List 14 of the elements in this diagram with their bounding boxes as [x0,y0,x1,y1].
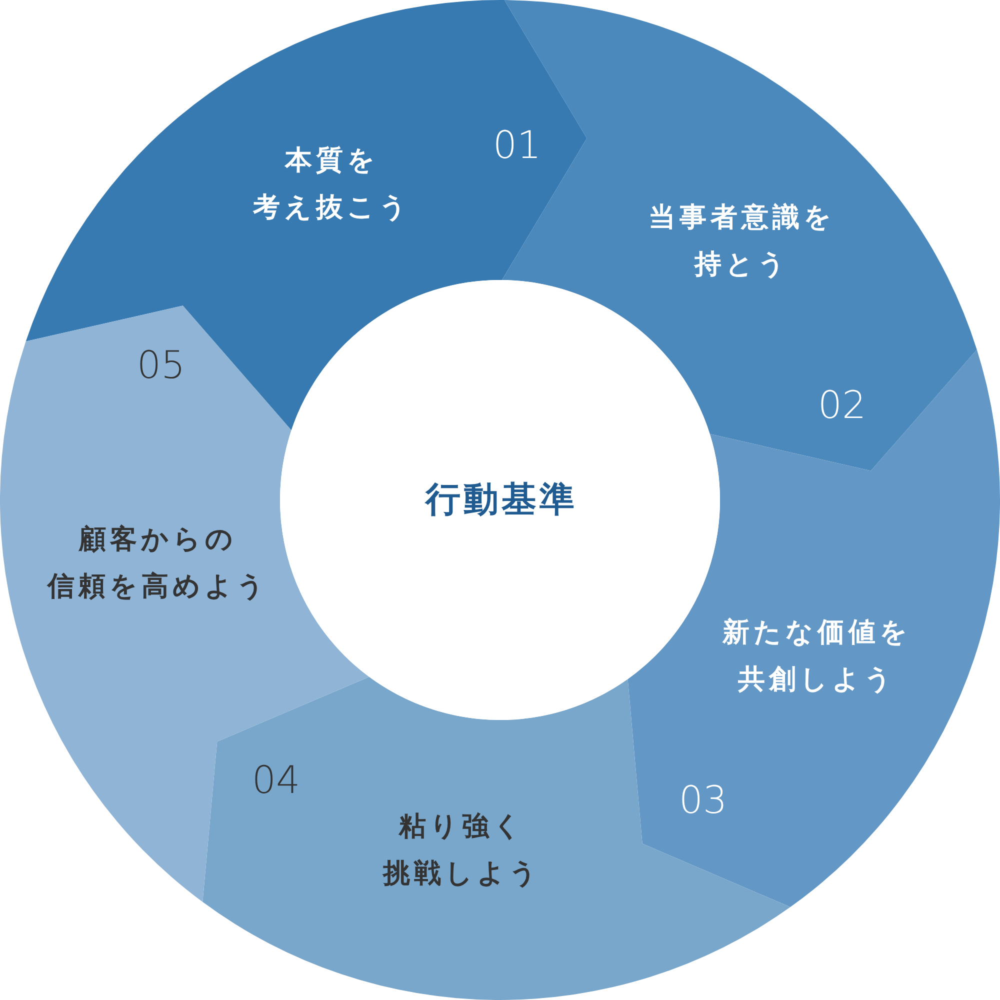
step-number: 05 [136,345,186,385]
step-number: 04 [252,760,300,800]
segment-label: 新たな価値を共創しよう [721,616,912,697]
segment-label: 顧客からの信頼を高めよう [46,523,268,604]
step-number: 01 [492,125,542,165]
ring-segment [25,0,587,431]
ring-segment [0,305,370,902]
segment-label: 本質を考え抜こう [252,144,411,225]
step-number: 02 [818,385,866,425]
ring-segment [627,349,1000,908]
segment-label: 粘り強く挑戦しよう [381,810,541,891]
segment-label: 当事者意識を持とう [648,201,836,282]
step-number: 03 [678,780,728,820]
center-title: 行動基準 [424,479,578,521]
